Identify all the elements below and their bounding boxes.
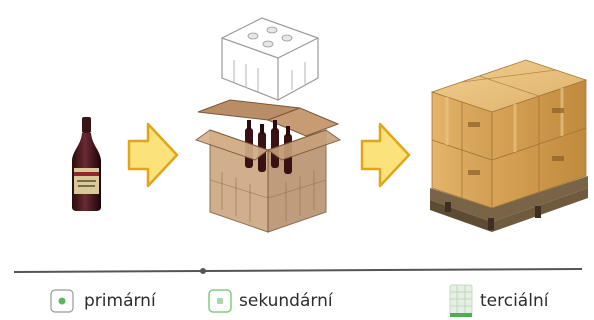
legend-label-secondary: sekundární xyxy=(239,291,333,311)
legend-icon-tertiary xyxy=(449,284,473,317)
wine-bottle-icon xyxy=(72,117,101,211)
legend-icon-primary xyxy=(50,289,74,313)
right-arrow-icon xyxy=(360,122,411,188)
foam-insert-icon xyxy=(221,17,319,101)
legend-divider xyxy=(13,268,583,274)
right-arrow-icon xyxy=(127,122,179,188)
pallet-boxes-icon xyxy=(430,59,588,232)
open-box-icon xyxy=(194,99,342,233)
legend-label-primary: primární xyxy=(84,291,156,311)
legend-label-tertiary: terciální xyxy=(480,291,549,311)
legend-icon-secondary xyxy=(208,289,232,313)
